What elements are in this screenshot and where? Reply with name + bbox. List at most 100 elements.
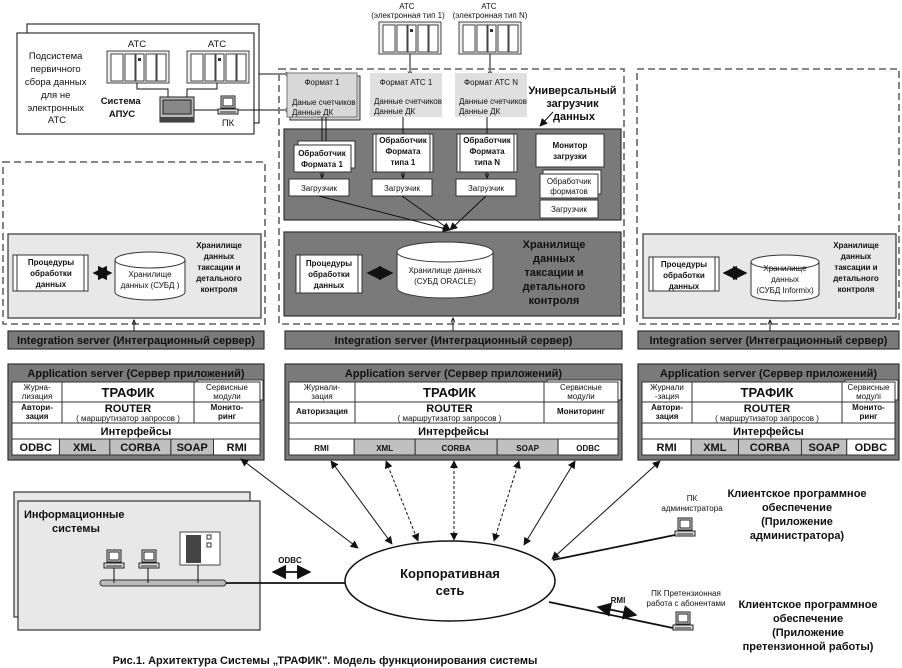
logging-label: Журнали-зация (304, 383, 341, 401)
integration-server-label: Integration server (Интеграционный серве… (650, 335, 888, 347)
integration-server (637, 330, 900, 350)
apus-hub-icon (159, 96, 195, 123)
atc-rack-icon (186, 50, 250, 84)
apus-system-label: Система АПУС (101, 96, 144, 120)
server-stack: Integration server (Интеграционный серве… (7, 330, 265, 461)
claims-pc-icon (672, 611, 694, 631)
monitoring-label: Мониторинг (557, 407, 606, 416)
integration-server (7, 330, 265, 350)
router-label: ROUTER (426, 403, 473, 415)
interfaces-label: Интерфейсы (101, 426, 172, 438)
router-label: ROUTER (105, 403, 152, 415)
authorization-label: Авторизация (296, 407, 348, 416)
loader-box: Загрузчик (371, 178, 433, 197)
logging-label: Журна-лизация (22, 383, 53, 401)
monitoring-label: Монито-ринг (211, 403, 244, 421)
svg-text:Данные ДК: Данные ДК (292, 108, 334, 117)
atc-typeN-label: АТС (электронная тип N) (453, 2, 528, 20)
svg-text:Загрузчик: Загрузчик (384, 184, 421, 193)
pc-icon (103, 549, 125, 569)
loader-box: Загрузчик (455, 178, 517, 197)
protocol-cell (557, 438, 619, 456)
logging-label: Журнали-зация (650, 383, 684, 401)
svg-text:Данные счетчиков: Данные счетчиков (459, 97, 527, 106)
apus-pc-label: ПК (222, 118, 235, 129)
svg-text:Загрузчик: Загрузчик (468, 184, 505, 193)
authorization-label: Автори-зация (21, 403, 53, 421)
loader-box: Загрузчик (539, 199, 599, 219)
router-sub-label: ( маршрутизатор запросов ) (76, 414, 180, 423)
protocol-label: RMI (227, 442, 247, 454)
monitoring-label: Монито-ринг (852, 403, 885, 421)
atc-type1-label: АТС (электронная тип 1) (371, 2, 445, 20)
protocol-label: ODBC (20, 442, 52, 454)
apus-atc2-label: АТС (208, 39, 226, 50)
format-card: Формат АТС N Данные счетчиков Данные ДК (455, 73, 527, 117)
protocol-label: CORBA (120, 442, 160, 454)
interfaces-label: Интерфейсы (418, 426, 489, 438)
universal-loader: Формат 1 Даные счетчиков Данные ДК Форма… (283, 72, 622, 233)
protocol-label: SOAP (809, 442, 840, 454)
loader-box: Загрузчик (288, 178, 350, 197)
atc-rack-icon (458, 21, 522, 55)
integration-server-label: Integration server (Интеграционный серве… (335, 335, 573, 347)
traffic-label: ТРАФИК (102, 385, 155, 400)
protocol-label: XML (376, 444, 393, 453)
protocol-label: SOAP (516, 444, 539, 453)
rmi-label: RMI (611, 596, 626, 605)
svg-text:Данные счетчиков: Данные счетчиков (374, 97, 442, 106)
pc-icon (138, 549, 160, 569)
svg-text:Даные счетчиков: Даные счетчиков (292, 98, 356, 107)
protocol-label: XML (703, 442, 727, 454)
protocol-cell (846, 438, 896, 456)
network-bus (99, 579, 227, 587)
odbc-label: ODBC (278, 556, 302, 565)
database-cylinder-icon (750, 254, 820, 302)
application-server-label: Application server (Сервер приложений) (660, 368, 877, 380)
svg-text:Формат АТС 1: Формат АТС 1 (380, 78, 433, 87)
corporate-network (344, 540, 556, 622)
svg-text:Данные ДК: Данные ДК (374, 107, 416, 116)
admin-pc-icon (674, 517, 696, 537)
svg-text:Формат АТС N: Формат АТС N (464, 78, 518, 87)
interfaces-label: Интерфейсы (733, 426, 804, 438)
protocol-label: RMI (314, 444, 329, 453)
server-stack: Integration server (Интеграционный серве… (637, 330, 900, 461)
server-icon (179, 531, 221, 566)
protocol-cell (213, 438, 261, 456)
apus-subsystem: Подсистема первичного сбора данных для н… (16, 23, 290, 135)
application-server-label: Application server (Сервер приложений) (27, 368, 244, 380)
traffic-label: ТРАФИК (423, 385, 476, 400)
router-sub-label: ( маршрутизатор запросов ) (398, 414, 502, 423)
svg-text:Данные ДК: Данные ДК (459, 107, 501, 116)
pc-icon (217, 95, 239, 115)
right-dashed-container (636, 68, 900, 325)
atc-rack-icon (106, 50, 170, 84)
protocol-label: XML (73, 442, 97, 454)
atc-rack-icon (378, 21, 442, 55)
